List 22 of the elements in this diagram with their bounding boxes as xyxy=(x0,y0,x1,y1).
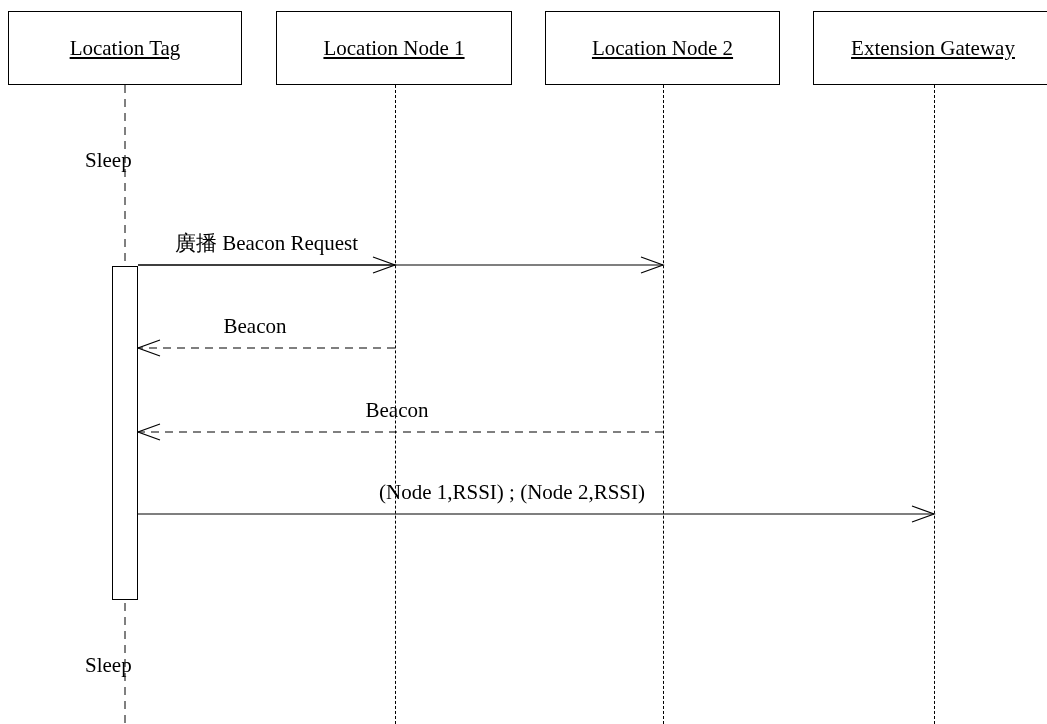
state-label: Sleep xyxy=(85,655,132,676)
participant-box xyxy=(276,11,512,85)
participant-name: Extension Gateway xyxy=(851,35,1015,61)
message-label: Beacon xyxy=(223,316,287,337)
lifeline xyxy=(934,85,935,724)
activation-bar xyxy=(112,266,138,600)
dashed-arrow xyxy=(137,339,396,357)
arrow xyxy=(137,256,664,274)
lifeline xyxy=(663,85,664,724)
message-label: (Node 1,RSSI) ; (Node 2,RSSI) xyxy=(379,482,645,503)
participant-box xyxy=(813,11,1047,85)
lifeline xyxy=(395,85,396,724)
arrow xyxy=(137,505,935,523)
dashed-arrow xyxy=(137,423,664,441)
participant-name: Location Node 1 xyxy=(323,35,465,61)
participant-name: Location Tag xyxy=(69,35,181,61)
message-label: Beacon xyxy=(365,400,429,421)
state-label: Sleep xyxy=(85,150,132,171)
message-label: 廣播 Beacon Request xyxy=(174,233,359,254)
participant-name: Location Node 2 xyxy=(591,35,734,61)
participant-box xyxy=(8,11,242,85)
participant-box xyxy=(545,11,780,85)
